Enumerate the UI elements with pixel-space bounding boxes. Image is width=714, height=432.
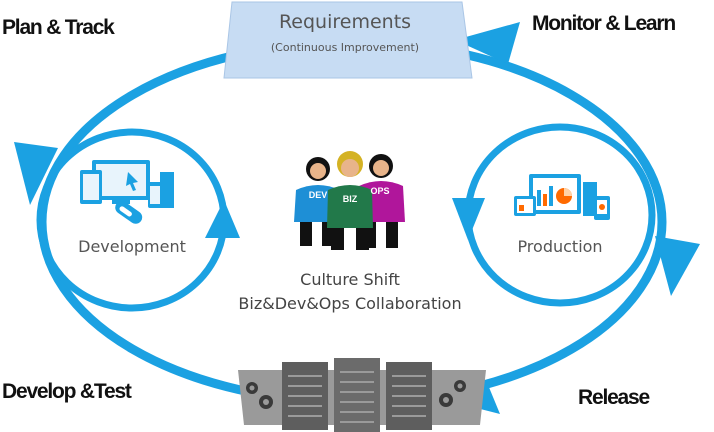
devices-icon <box>80 160 174 208</box>
requirements-subtitle: (Continuous Improvement) <box>270 41 420 54</box>
gear-icon <box>246 380 466 409</box>
development-loop-arrowhead <box>205 200 240 238</box>
requirements-box <box>223 1 473 79</box>
arrowhead-right-down <box>655 236 700 296</box>
arrowhead-top-left <box>455 22 520 64</box>
biz-person <box>327 151 373 250</box>
plan-track-label: Plan & Track <box>2 16 115 39</box>
arrowhead-left-down <box>14 142 58 205</box>
culture-shift-text: Culture Shift <box>300 270 400 289</box>
production-label: Production <box>517 237 603 256</box>
release-label: Release <box>578 386 650 409</box>
production-loop-arrowhead <box>452 198 485 240</box>
development-label: Development <box>78 237 186 256</box>
dev-tag: DEV <box>308 190 328 200</box>
biz-tag: BIZ <box>342 194 358 204</box>
server-rack-icon <box>282 358 432 432</box>
develop-test-label: Develop &Test <box>2 380 132 403</box>
monitor-learn-label: Monitor & Learn <box>532 12 676 35</box>
mouse-icon <box>115 201 143 224</box>
dashboard-devices-icon <box>514 174 610 220</box>
ops-tag: OPS <box>370 186 390 196</box>
requirements-title: Requirements <box>278 11 412 33</box>
collaboration-text: Biz&Dev&Ops Collaboration <box>238 294 462 313</box>
